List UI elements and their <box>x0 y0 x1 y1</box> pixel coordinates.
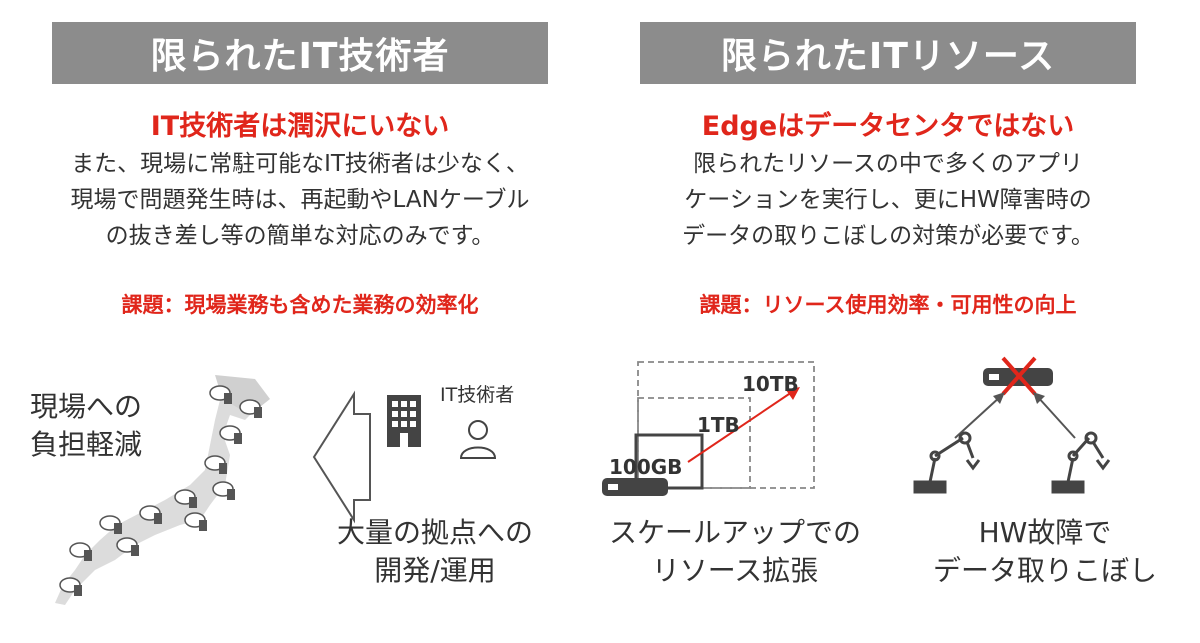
scaleup-caption-line: リソース拡張 <box>651 554 819 587</box>
cloud-building-marker-icon <box>219 425 242 444</box>
arrow-head-left <box>993 392 1005 404</box>
left-caption-line: 開発/運用 <box>374 554 496 587</box>
cloud-building-marker-icon <box>139 505 162 524</box>
scaleup-caption: スケールアップでの リソース拡張 <box>585 514 885 590</box>
size-label-10tb: 10TB <box>742 372 799 396</box>
failure-caption-line: HW故障で <box>978 516 1112 549</box>
size-label-100gb: 100GB <box>609 455 683 479</box>
red-x-icon <box>1001 356 1037 396</box>
building-icon <box>387 395 421 447</box>
100gb-box <box>634 433 704 490</box>
left-caption-line: 大量の拠点への <box>336 516 533 549</box>
burden-line: 負担軽減 <box>30 428 143 461</box>
robot-arm-icon <box>913 431 981 494</box>
cloud-building-marker-icon <box>69 542 92 561</box>
scaleup-diagram <box>602 361 815 496</box>
right-subtitle: Edgeはデータセンタではない <box>701 111 1075 142</box>
cloud-building-marker-icon <box>184 512 207 531</box>
arrow-head-right <box>1033 392 1045 404</box>
right-body-line: 限られたリソースの中で多くのアプリ <box>693 151 1083 177</box>
growth-arrow-line <box>687 391 793 463</box>
right-body: 限られたリソースの中で多くのアプリ ケーションを実行し、更にHW障害時の データ… <box>620 146 1156 254</box>
arrow-line-right <box>1036 395 1076 439</box>
hw-failure-diagram <box>913 356 1111 494</box>
left-caption: 大量の拠点への 開発/運用 <box>310 514 560 590</box>
left-title: 限られたIT技術者 <box>150 36 450 77</box>
cloud-building-marker-icon <box>209 385 232 404</box>
failure-caption-line: データ取りこぼし <box>932 554 1157 587</box>
growth-arrow-head <box>786 387 800 400</box>
right-body-line: ケーションを実行し、更にHW障害時の <box>684 187 1092 213</box>
scaleup-caption-line: スケールアップでの <box>608 516 861 549</box>
right-body-line: データの取りこぼしの対策が必要です。 <box>682 223 1094 249</box>
cloud-building-marker-icon <box>99 515 122 534</box>
burden-line: 現場への <box>30 390 143 423</box>
left-issue: 課題：現場業務も含めた業務の効率化 <box>121 293 479 317</box>
left-body-line: 現場で問題発生時は、再起動やLANケーブル <box>70 187 530 213</box>
left-body-line: また、現場に常駐可能なIT技術者は少なく、 <box>71 151 529 177</box>
japan-map-icon <box>55 375 270 605</box>
server-icon <box>602 478 668 496</box>
burden-reduction-text: 現場への 負担軽減 <box>30 388 200 464</box>
arrow-line-left <box>954 395 1002 439</box>
left-title-banner: 限られたIT技術者 <box>52 22 548 84</box>
1tb-box <box>637 397 751 489</box>
person-icon <box>459 420 497 459</box>
japan-map-shape <box>55 380 260 605</box>
right-title: 限られたITリソース <box>720 36 1056 77</box>
left-body-line: の抜き差し等の簡単な対応のみです。 <box>105 223 495 249</box>
cloud-building-marker-icon <box>116 537 139 556</box>
cloud-building-marker-icon <box>59 577 82 596</box>
robot-arm-icon <box>1051 431 1111 494</box>
left-subtitle: IT技術者は潤沢にいない <box>150 111 450 142</box>
right-issue: 課題：リソース使用効率・可用性の向上 <box>699 293 1077 317</box>
size-label-1tb: 1TB <box>697 413 740 437</box>
cloud-building-marker-icon <box>212 481 235 500</box>
left-arrow-icon <box>312 390 371 524</box>
left-body: また、現場に常駐可能なIT技術者は少なく、 現場で問題発生時は、再起動やLANケ… <box>20 146 580 254</box>
right-title-banner: 限られたITリソース <box>640 22 1136 84</box>
cloud-building-marker-icon <box>174 489 197 508</box>
cloud-building-marker-icon <box>204 455 227 474</box>
cloud-building-marker-icon <box>239 399 262 418</box>
engineer-label: IT技術者 <box>440 384 515 406</box>
failure-caption: HW故障で データ取りこぼし <box>905 514 1185 590</box>
